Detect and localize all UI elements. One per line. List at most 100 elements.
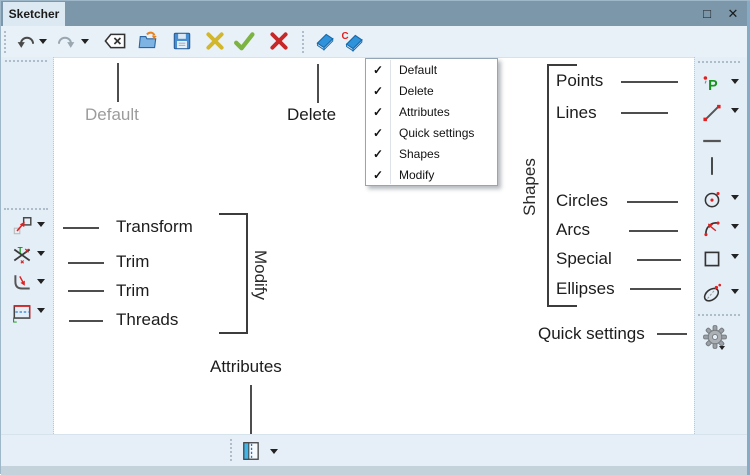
toolbar-modify [1, 57, 54, 434]
toolbar-separator[interactable] [302, 31, 304, 53]
redo-icon [57, 36, 75, 48]
rectangle-button[interactable] [700, 247, 724, 271]
point-icon: P [703, 76, 718, 94]
callout-line-ellipses [630, 288, 681, 290]
callout-line-quick-settings [657, 333, 687, 335]
attributes-button[interactable] [239, 439, 263, 463]
line-button[interactable] [700, 101, 724, 125]
modify-group-title: Modify [251, 249, 270, 301]
vertical-line-button[interactable] [700, 154, 724, 178]
arc-dropdown[interactable] [731, 224, 739, 229]
transform-dropdown[interactable] [37, 222, 45, 227]
color-eraser-button[interactable]: C [340, 29, 364, 53]
menu-item-label: Shapes [399, 146, 440, 161]
eraser-button[interactable] [312, 29, 336, 53]
menu-item-attributes[interactable]: ✓ Attributes [366, 101, 497, 122]
callout-label-circles: Circles [556, 191, 608, 210]
callout-label-lines: Lines [556, 103, 597, 122]
threads-dropdown[interactable] [37, 308, 45, 313]
menu-item-label: Default [399, 62, 438, 77]
undo-button[interactable] [15, 29, 39, 53]
arc-button[interactable] [700, 216, 724, 240]
accept-button[interactable] [232, 29, 256, 53]
callout-label-special: Special [556, 249, 612, 268]
toolbar-separator[interactable] [698, 314, 740, 316]
corner-trim-dropdown[interactable] [37, 279, 45, 284]
ellipse-dropdown[interactable] [731, 289, 739, 294]
quick-settings-button[interactable] [701, 323, 729, 351]
menu-item-quick-settings[interactable]: ✓ Quick settings [366, 122, 497, 143]
callout-label-trim: Trim [116, 252, 150, 271]
corner-trim-icon [14, 275, 30, 290]
svg-text:T: T [18, 246, 23, 255]
threads-icon: L [13, 305, 31, 323]
window-edge [747, 1, 750, 475]
callout-line-lines [621, 112, 668, 114]
tab-sketcher[interactable]: Sketcher [3, 2, 65, 26]
undo-icon [17, 36, 35, 48]
menu-item-label: Delete [399, 83, 434, 98]
toolbar-drag-handle[interactable] [230, 439, 232, 461]
toolbar-default [1, 26, 750, 58]
green-check-icon [234, 32, 255, 51]
trim-icon: T [13, 246, 31, 264]
status-strip [1, 466, 750, 475]
maximize-button[interactable]: □ [703, 6, 711, 21]
arc-icon [704, 221, 720, 237]
check-icon: ✓ [372, 125, 384, 140]
circle-dropdown[interactable] [731, 195, 739, 200]
check-icon: ✓ [372, 83, 384, 98]
point-button[interactable]: P [700, 72, 724, 96]
threads-button[interactable]: L [10, 300, 34, 324]
redo-button[interactable] [53, 29, 77, 53]
callout-line-trim-2 [68, 290, 104, 292]
menu-item-modify[interactable]: ✓ Modify [366, 164, 497, 185]
circle-button[interactable] [700, 187, 724, 211]
menu-item-delete[interactable]: ✓ Delete [366, 80, 497, 101]
shapes-group-bracket [547, 64, 577, 307]
undo-dropdown[interactable] [39, 39, 47, 44]
check-icon: ✓ [372, 146, 384, 161]
callout-label-transform: Transform [116, 217, 193, 236]
toolbar-drag-handle[interactable] [4, 31, 6, 53]
toolbar-drag-handle[interactable] [698, 61, 740, 63]
menu-item-shapes[interactable]: ✓ Shapes [366, 143, 497, 164]
toolbar-shapes [694, 57, 748, 434]
quick-settings-dropdown[interactable] [719, 346, 725, 350]
corner-trim-button[interactable] [10, 271, 34, 295]
redo-dropdown[interactable] [81, 39, 89, 44]
trim-dropdown[interactable] [37, 251, 45, 256]
open-file-button[interactable] [136, 29, 160, 53]
rectangle-dropdown[interactable] [731, 254, 739, 259]
callout-label-quick-settings: Quick settings [538, 324, 645, 343]
delete-button[interactable] [267, 29, 291, 53]
transform-button[interactable] [10, 214, 34, 238]
horizontal-line-button[interactable] [700, 129, 724, 153]
ellipse-button[interactable] [700, 281, 724, 305]
yellow-cross-icon [206, 32, 224, 50]
save-button[interactable] [170, 29, 194, 53]
attributes-dropdown[interactable] [270, 449, 278, 454]
backspace-icon [104, 33, 126, 49]
svg-text:P: P [708, 78, 718, 94]
point-dropdown[interactable] [731, 79, 739, 84]
reject-button[interactable] [203, 29, 227, 53]
callout-label-arcs: Arcs [556, 220, 590, 239]
callout-label-default: Default [85, 105, 139, 124]
check-icon: ✓ [372, 62, 384, 77]
titlebar: Sketcher □ ✕ [1, 1, 750, 26]
svg-text:L: L [13, 316, 18, 323]
toolbar-separator[interactable] [4, 208, 48, 210]
callout-label-trim-2: Trim [116, 281, 150, 300]
trim-button[interactable]: T [10, 243, 34, 267]
toolbar-drag-handle[interactable] [5, 60, 47, 62]
close-button[interactable]: ✕ [727, 5, 739, 21]
backspace-delete-button[interactable] [103, 29, 127, 53]
rectangle-icon [704, 251, 720, 267]
toolbar-context-menu: ✓ Default ✓ Delete ✓ Attributes ✓ Quick … [365, 58, 498, 186]
callout-label-delete: Delete [287, 105, 337, 124]
gear-icon [703, 325, 727, 349]
callout-label-points: Points [556, 71, 604, 90]
line-dropdown[interactable] [731, 108, 739, 113]
menu-item-default[interactable]: ✓ Default [366, 59, 497, 80]
